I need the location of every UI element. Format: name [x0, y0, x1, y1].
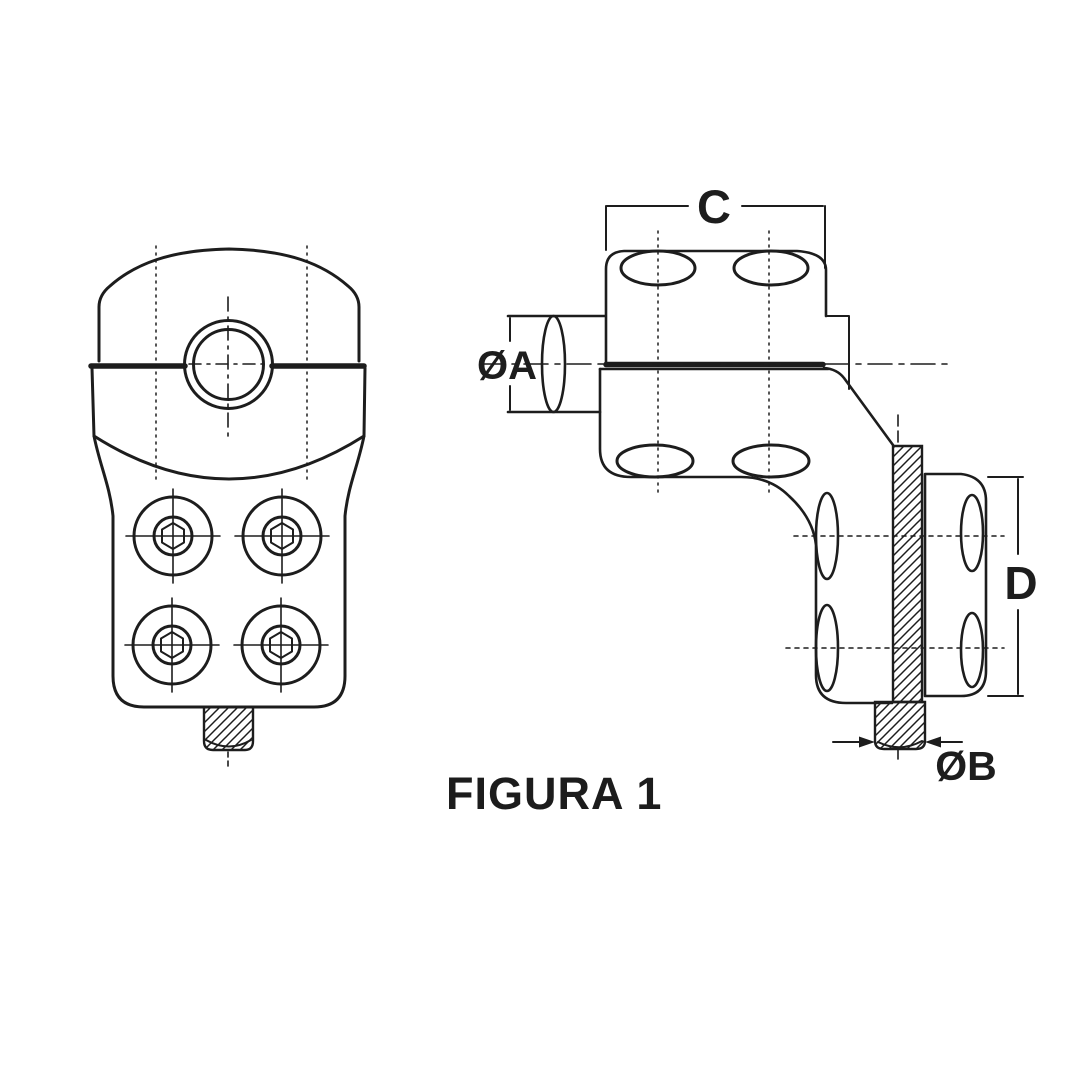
lower-block-outline [598, 367, 894, 705]
upper-slot-left [619, 249, 697, 287]
bolt-bottom-right [233, 597, 329, 693]
bolt-bottom-left [124, 597, 220, 693]
dimension-dia-a: ØA [477, 317, 537, 411]
upper-slot-right [732, 249, 810, 287]
dim-label-dia-b: ØB [935, 743, 997, 789]
dim-arrow-left [859, 736, 875, 748]
bolt-top-left [125, 488, 221, 584]
figure-caption: FIGURA 1 [446, 768, 662, 819]
side-stud-end-arc [877, 740, 923, 749]
dim-label-d: D [1004, 557, 1037, 609]
side-view: C ØA [477, 180, 1038, 789]
plate-section [891, 444, 924, 704]
front-stud-section [202, 705, 255, 752]
front-stud-end-arc [205, 739, 252, 748]
bolt-top-right [234, 488, 330, 584]
clamp-bottom-arc [92, 434, 366, 481]
dim-label-c: C [697, 180, 731, 233]
dim-arrow-right [925, 736, 941, 748]
lower-slot-left [615, 443, 695, 479]
chamfer-diagonal [822, 366, 895, 447]
dimension-d: D [987, 476, 1038, 697]
right-block-slot-lower [959, 611, 985, 689]
dim-label-dia-a: ØA [477, 344, 537, 388]
right-block-slot-upper [959, 493, 985, 573]
dimension-c: C [605, 180, 826, 269]
cap-outline [97, 247, 361, 363]
upper-block-outline [604, 249, 828, 364]
right-block-outline [923, 472, 988, 698]
front-view [88, 245, 367, 767]
side-stud-section [873, 700, 927, 751]
lower-slot-right [731, 443, 811, 479]
dimension-dia-b: ØB [832, 736, 997, 789]
